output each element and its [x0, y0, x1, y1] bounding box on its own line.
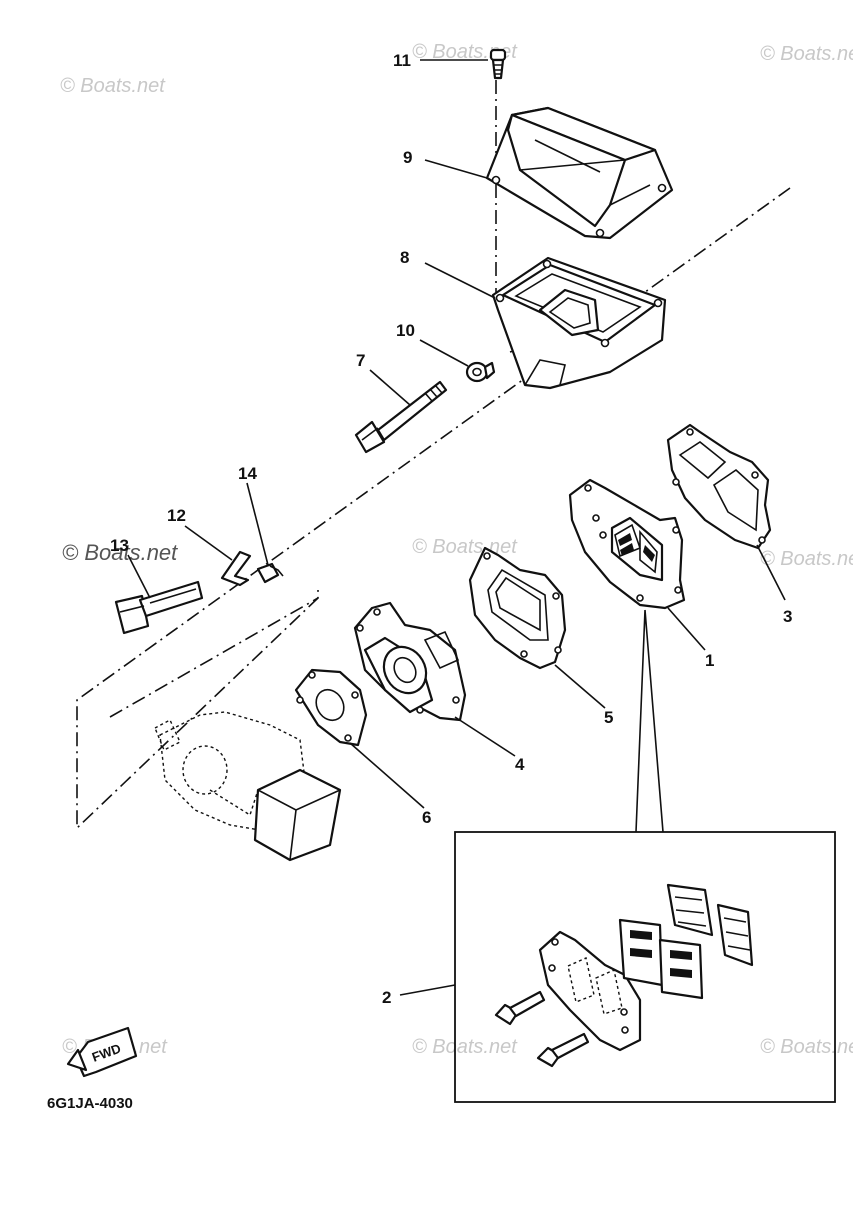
reed-valve-part-1	[568, 478, 686, 610]
watermark: © Boats.net	[62, 540, 178, 565]
fwd-arrow-icon: FWD	[66, 1026, 138, 1078]
screw-part-11	[489, 48, 507, 80]
bracket-part-12	[220, 550, 252, 587]
watermark: © Boats.net	[760, 43, 853, 65]
assembly-boundary-inner	[109, 597, 319, 718]
diagram-code: 6G1JA-4030	[47, 1095, 133, 1112]
callout-12: 12	[167, 506, 186, 525]
watermark: © Boats.net	[412, 536, 518, 558]
watermark: © Boats.net	[760, 548, 853, 570]
reed-petals	[618, 918, 704, 1000]
lever-part-13	[114, 580, 204, 635]
callout-10: 10	[396, 321, 415, 340]
callout-6: 6	[422, 808, 431, 827]
assembly-boundary	[76, 187, 791, 830]
callout-4: 4	[515, 755, 525, 774]
watermarks: © Boats.net © Boats.net © Boats.net © Bo…	[60, 41, 853, 1058]
callout-9: 9	[403, 148, 412, 167]
watermark: © Boats.net	[60, 75, 166, 97]
callout-1: 1	[705, 651, 714, 670]
nut-part-10	[465, 361, 496, 383]
detail-box	[454, 609, 836, 1103]
bolt-part-7	[354, 380, 448, 454]
callout-14: 14	[238, 464, 257, 483]
callout-2: 2	[382, 988, 391, 1007]
clip-part-14	[256, 562, 284, 584]
watermark: © Boats.net	[760, 1036, 853, 1058]
intake-manifold-part-4	[353, 601, 467, 722]
gasket-part-6	[294, 668, 368, 747]
callout-5: 5	[604, 708, 613, 727]
callouts: 11 9 8 10 7 14 12 13 3 1 5 4 6 2	[110, 51, 792, 1007]
reed-stoppers	[666, 883, 754, 967]
housing-part-8	[491, 256, 667, 390]
callout-3: 3	[783, 607, 792, 626]
callout-7: 7	[356, 351, 365, 370]
gasket-part-5	[468, 546, 567, 670]
carburetor-phantom	[154, 711, 342, 862]
gasket-part-3	[666, 423, 772, 550]
detail-screws	[494, 990, 590, 1068]
callout-13: 13	[110, 536, 129, 555]
watermark: © Boats.net	[412, 1036, 518, 1058]
leader-lines	[127, 59, 786, 996]
cover-part-9	[485, 106, 674, 240]
callout-11: 11	[393, 51, 411, 70]
callout-8: 8	[400, 248, 409, 267]
reed-plate-detail	[538, 930, 642, 1052]
